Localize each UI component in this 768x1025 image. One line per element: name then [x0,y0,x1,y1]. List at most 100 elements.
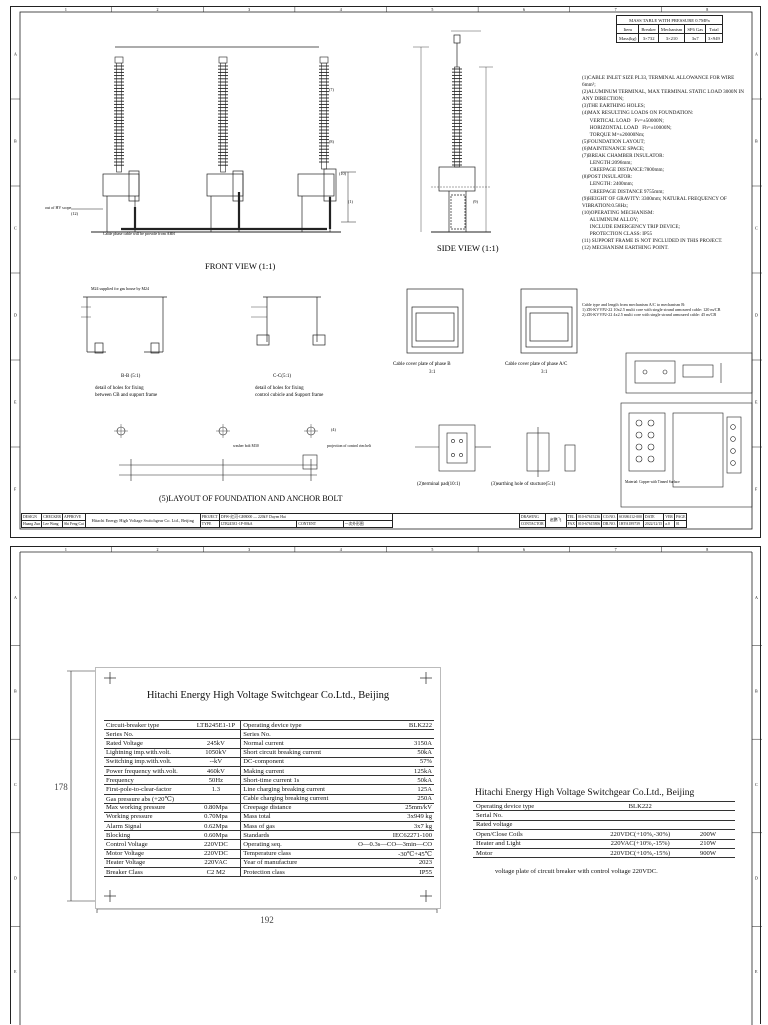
cover-ac-label: Cable cover plate of phase A/C [505,362,568,367]
pad-hole [647,443,655,451]
grid-row-label: D [14,313,17,318]
nameplate-field-label: Series No. [104,729,192,740]
mass-row-breaker: 3×732 [638,33,659,43]
terminal-cap [319,56,329,64]
pad-hole [730,436,736,442]
tb-fax-label: FAX [565,520,578,528]
tb-type: LTB245E1-1P-80kA [218,520,298,528]
mechanism-field-value: 220VDC(+10%,-30%) [583,829,697,840]
tb-project: DFW-红河-GH8000 — 220kV Duyen Hai [218,513,393,521]
nameplate-field-value: O—0.3s—CO—3min—CO [344,839,434,850]
nameplate-field-value: IEC62271-100 [344,830,434,841]
pad-hole [647,419,655,427]
nameplate-field-label: Temperature class [240,849,345,859]
cover-ac-scale: 3:1 [541,370,548,375]
nameplate-field-value [191,794,242,804]
mass-row-mechanism: 3×210 [657,33,686,43]
nameplate-row: Series No.Series No. [104,729,434,740]
nameplate-field-label: DC-component [240,757,345,767]
nameplate-field-label: Normal current [240,738,345,749]
note-line: CREEPAGE DISTANCE 9755mm; [582,188,664,195]
nameplate-field-value: 25mm/kV [344,803,434,813]
nameplate-field-value: 125kA [344,766,434,777]
cc-section-label: C-C(5:1) [273,374,291,379]
note-line: (12) MECHANISM EARTHING POINT. [582,245,669,252]
cover-b-scale: 3:1 [429,370,436,375]
bb-detail-drawing [81,296,167,354]
nameplate-field-value: BLK222 [344,720,434,731]
grid-row-label: E [755,400,758,405]
side-view-label: SIDE VIEW (1:1) [437,243,499,253]
mass-row-total: 3×949 [705,33,723,43]
nameplate-field-label: Short-time current 1s [240,775,345,786]
nameplate-field-label: Mass total [240,812,345,823]
callout-label: (4) [331,427,336,432]
note-line: (10)OPERATING MECHANISM: [582,209,654,216]
nameplate-field-label: Year of manufacture [240,858,345,869]
nameplate-field-value: 50Hz [191,775,242,786]
nameplate-field-label: Frequency [104,775,192,786]
tb-cono: SO386112-000 [616,513,644,521]
nameplate-field-value: 57% [344,757,434,767]
mechanism-field-label: Rated voltage [473,820,584,831]
mechanism-field-value [696,810,735,821]
mechanism-field-value [696,801,735,812]
technical-notes: (1)CABLE INLET SIZE PL33, TERMINAL ALLOW… [582,75,754,252]
note-line: (3)THE EARTHING HOLES; [582,103,646,110]
nameplate-field-value: 2023 [344,858,434,869]
mass-table: MASS TABLE WITH PRESSURE 0.7MPa Item Bre… [615,15,723,43]
nameplate-field-label: Operating seq. [240,839,345,850]
pad-hole [635,455,643,463]
note-line: 6mm²; [582,82,596,89]
mechanism-field-value: 220VDC(+10%,-15%) [583,848,697,859]
callouts: (7)(8)(10)(1)(12)(9)(4) [71,87,478,432]
out-of-scope-label: out of HV scope [45,205,71,210]
mass-header-total: Total [705,24,723,34]
grid-row-label: E [14,400,17,405]
note-line: (11) SUPPORT FRAME IS NOT INCLUDED IN TH… [582,238,723,245]
nameplate-field-value: LTB245E1-1P [191,720,242,731]
pad-hole [647,431,655,439]
mechanism-nameplate-row: Rated voltage [473,820,735,831]
nameplate-field-label: Max working pressure [104,803,192,813]
nameplate-field-label: Switching imp.with.volt. [104,757,192,767]
note-line: (8)POST INSULATOR: [582,174,633,181]
grid-row-label: D [755,876,758,881]
note-line: (5)FOUNDATION LAYOUT; [582,138,645,145]
grid-col-label: 6 [523,547,525,552]
tb-tel-label: TEL [565,513,578,521]
mechanism-nameplate: Hitachi Energy High Voltage Switchgear C… [473,785,735,875]
mass-header-mechanism: Mechanism [657,24,686,34]
grid-col-label: 1 [65,7,67,12]
pad-hole [730,460,736,466]
tb-cono-label: CO.NO. [601,513,618,521]
grid-row-label: C [755,782,758,787]
callout-label: (8) [329,139,334,144]
pad-hole [635,431,643,439]
mechanism-nameplate-caption: voltage plate of circuit breaker with co… [495,868,658,876]
nameplate-field-label: Short circuit breaking current [240,748,345,758]
nameplate-field-label: Blocking [104,830,192,841]
mechanism-field-label: Heater and Light [473,839,584,849]
mechanism-field-label: Operating device type [473,801,584,812]
mechanism-field-value: 200W [696,829,735,840]
mass-table-title: MASS TABLE WITH PRESSURE 0.7MPa [616,15,723,25]
pad-hole [730,448,736,454]
note-line: (4)MAX RESULTING LOADS ON FOUNDATION: [582,110,694,117]
nameplate-field-value: 0.80Mpa [191,803,242,813]
nameplate-field-label: Line charging breaking current [240,784,345,795]
grid-col-label: 5 [431,7,433,12]
nameplate-field-value: 220VDC [191,839,242,850]
